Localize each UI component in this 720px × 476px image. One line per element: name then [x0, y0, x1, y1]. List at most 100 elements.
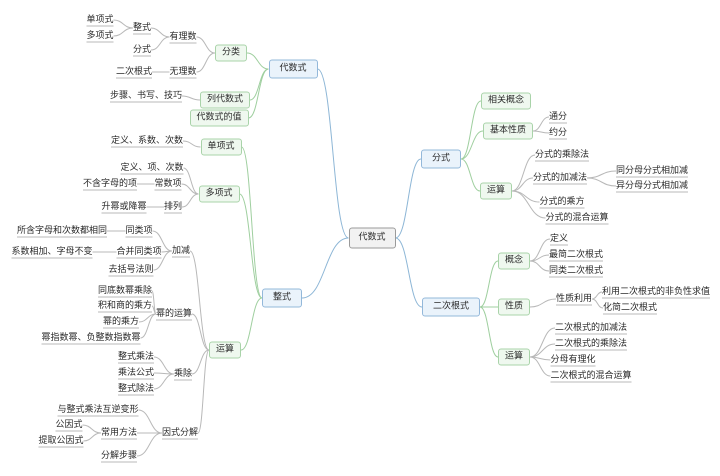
connector-line	[241, 146, 263, 299]
connector-line	[181, 193, 199, 208]
connector-line	[191, 349, 210, 375]
node-radical-concept-item: 同类二次根式	[549, 266, 604, 276]
node-bracket-rule: 去括号法则	[108, 265, 154, 275]
connector-line	[138, 409, 163, 434]
node-expression-value[interactable]: 代数式的值	[189, 109, 249, 127]
node-fraction-operations[interactable]: 运算	[480, 182, 513, 200]
root-node[interactable]: 代数式	[348, 227, 396, 249]
node-fraction-different-denominator: 异分母分式相加减	[616, 181, 689, 191]
connector-line	[150, 27, 170, 38]
connector-line	[153, 373, 175, 390]
connector-line	[140, 313, 157, 339]
node-radical-operation-item: 二次根式的乘除法	[555, 339, 628, 349]
node-constant-term: 常数项	[154, 179, 182, 189]
node-power-operations: 幂的运算	[156, 309, 193, 319]
connector-line	[183, 167, 199, 195]
node-radical-property-item: 利用二次根式的非负性求值	[602, 287, 711, 297]
connector-line	[511, 190, 546, 219]
node-monomial[interactable]: 单项式	[200, 138, 242, 156]
node-polynomial-leaf: 多项式	[86, 31, 114, 41]
connector-line	[586, 177, 617, 187]
node-radical-concept-item: 最简二次根式	[549, 250, 604, 260]
node-fraction-leaf: 分式	[133, 45, 152, 55]
connector-line	[113, 27, 134, 37]
node-factoring-methods: 常用方法	[101, 428, 138, 438]
node-constant-term-detail: 不含字母的项	[83, 179, 138, 189]
node-irrational: 无理数	[169, 67, 197, 77]
connector-line	[460, 100, 482, 160]
node-fraction-property-item: 约分	[549, 128, 568, 138]
connector-line	[529, 260, 550, 272]
connector-line	[249, 68, 269, 101]
connector-line	[529, 356, 551, 377]
node-listing-steps: 步骤、书写、技巧	[110, 91, 183, 101]
node-muldiv-item: 乘法公式	[118, 368, 155, 378]
node-integral-operations[interactable]: 运算	[209, 341, 242, 359]
connector-line	[511, 154, 536, 192]
connector-line	[248, 68, 269, 119]
connector-line	[113, 19, 134, 29]
node-rational: 有理数	[169, 32, 197, 42]
node-muldiv-item: 整式乘法	[118, 352, 155, 362]
node-power-item: 积和商的乘方	[98, 301, 153, 311]
node-fraction[interactable]: 分式	[421, 149, 462, 169]
node-factoring-steps: 分解步骤	[101, 451, 138, 461]
node-fraction-power: 分式的乘方	[539, 197, 585, 207]
connector-line	[301, 237, 349, 299]
connector-line	[591, 298, 604, 309]
connector-line	[239, 193, 263, 299]
node-radical-operation-item: 二次根式的混合运算	[550, 371, 632, 381]
node-integral-leaf: 整式	[133, 23, 152, 33]
node-monomial-leaf: 单项式	[86, 15, 114, 25]
connector-line	[136, 432, 163, 457]
node-polynomial[interactable]: 多项式	[198, 185, 240, 203]
node-radical-operations[interactable]: 运算	[498, 348, 531, 366]
node-fraction-concepts[interactable]: 相关概念	[481, 92, 532, 110]
connector-line	[240, 297, 263, 351]
node-monomial-detail: 定义、系数、次数	[111, 136, 184, 146]
node-radical-property-item: 化简二次根式	[603, 303, 658, 313]
node-radical-concept[interactable]: 概念	[498, 252, 531, 270]
connector-line	[479, 260, 499, 308]
node-fraction-mixed: 分式的混合运算	[545, 213, 609, 223]
connector-line	[181, 183, 199, 195]
node-like-terms: 同类项	[125, 226, 153, 236]
connector-line	[479, 306, 499, 358]
connector-line	[196, 52, 216, 73]
node-power-item: 同底数幂乘除	[98, 286, 153, 296]
node-factoring: 因式分解	[162, 428, 199, 438]
node-arrange-detail: 升幂或降幂	[101, 202, 147, 212]
node-power-item: 幂的乘方	[103, 317, 140, 327]
connector-line	[181, 95, 201, 101]
node-integral[interactable]: 整式	[262, 288, 303, 308]
connector-line	[191, 313, 210, 351]
node-arrange: 排列	[164, 202, 183, 212]
node-algebraic-expression[interactable]: 代数式	[268, 59, 318, 79]
connector-line	[529, 298, 557, 308]
node-fraction-same-denominator: 同分母分式相加减	[616, 166, 689, 176]
node-fraction-addsub: 分式的加减法	[533, 173, 588, 183]
node-combine-like-terms: 合并同类项	[116, 247, 162, 257]
node-radical-property-use: 性质利用	[556, 294, 593, 304]
node-radical-property[interactable]: 性质	[498, 298, 531, 316]
node-radical-operation-item: 分母有理化	[550, 355, 596, 365]
connector-line	[197, 349, 210, 434]
node-factoring-inverse: 与整式乘法互逆变形	[57, 405, 139, 415]
connector-line	[511, 177, 534, 192]
node-muldiv-item: 整式除法	[118, 384, 155, 394]
connector-line	[196, 36, 216, 54]
connector-line	[532, 116, 550, 132]
connector-line	[246, 52, 269, 70]
connector-line	[395, 158, 422, 239]
connector-line	[82, 424, 102, 434]
connector-line	[586, 170, 617, 179]
node-polynomial-detail: 定义、项、次数	[120, 163, 184, 173]
node-add-sub: 加减	[172, 246, 191, 256]
node-fraction-property-item: 通分	[549, 112, 568, 122]
node-classification[interactable]: 分类	[215, 44, 248, 62]
node-quadratic-radical[interactable]: 二次根式	[422, 297, 481, 317]
node-listing[interactable]: 列代数式	[200, 91, 251, 109]
connector-line	[532, 130, 550, 134]
node-fraction-properties[interactable]: 基本性质	[483, 122, 534, 140]
connector-line	[150, 36, 170, 51]
